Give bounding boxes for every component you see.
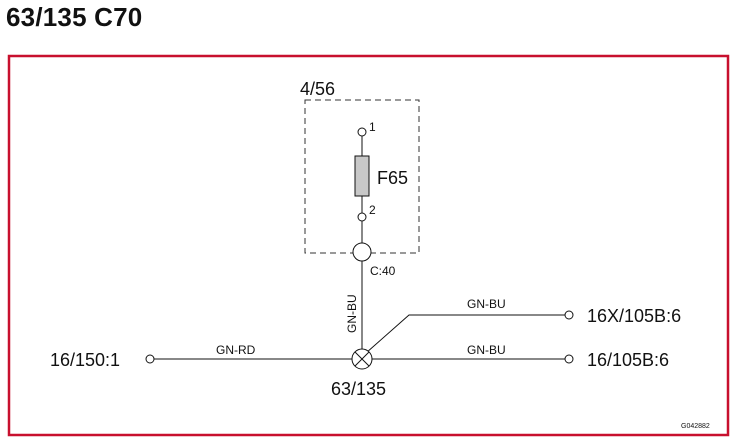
terminal-lower-right xyxy=(564,354,574,364)
wire-vertical-label: GN-BU xyxy=(345,294,359,333)
fuse-pin-1-label: 1 xyxy=(369,120,376,134)
connector-label: C:40 xyxy=(370,264,396,278)
module-label: 4/56 xyxy=(300,79,335,99)
terminal-lower-right-label: 16/105B:6 xyxy=(587,350,669,370)
fuse-pin-1 xyxy=(357,127,367,137)
wire-lower-right-label: GN-BU xyxy=(467,343,506,357)
page-title: 63/135 C70 xyxy=(6,2,143,32)
connector-c40 xyxy=(352,242,372,262)
wire-upper-right-label: GN-BU xyxy=(467,297,506,311)
terminal-left-label: 16/150:1 xyxy=(50,350,120,370)
wire-left-label: GN-RD xyxy=(216,343,256,357)
fuse-pin-2-label: 2 xyxy=(369,203,376,217)
wire-upper-right xyxy=(365,314,565,354)
terminal-upper-right-label: 16X/105B:6 xyxy=(587,306,681,326)
splice-icon xyxy=(351,348,373,370)
splice-label: 63/135 xyxy=(331,379,386,399)
fuse-label: F65 xyxy=(377,168,408,188)
fuse-body xyxy=(354,155,370,197)
terminal-upper-right xyxy=(564,310,574,320)
terminal-left xyxy=(145,354,155,364)
fuse-pin-2 xyxy=(357,212,367,222)
image-code: G042882 xyxy=(681,423,710,430)
diagram-frame xyxy=(7,54,730,437)
